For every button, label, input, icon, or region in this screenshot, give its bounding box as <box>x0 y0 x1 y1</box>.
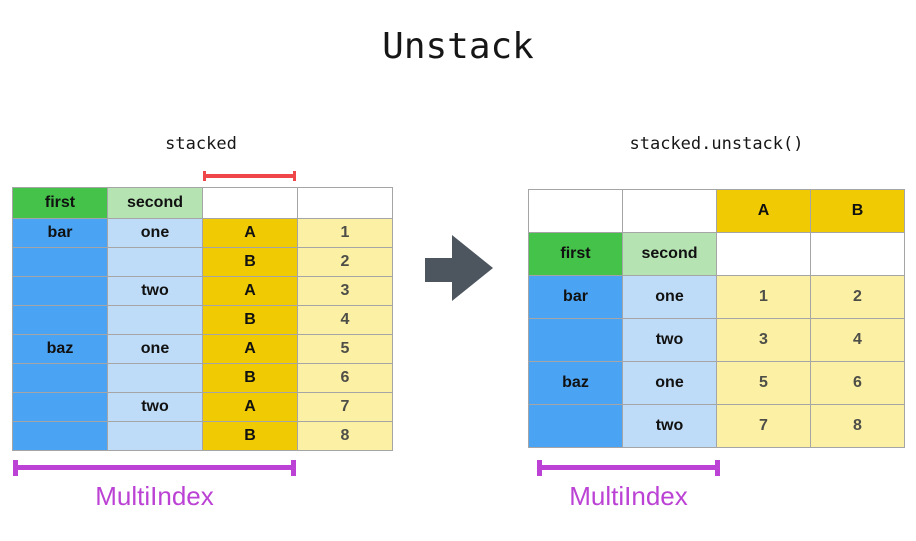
table-cell-empty <box>297 187 393 219</box>
table-cell-empty <box>810 232 905 276</box>
table-cell-2: 2 <box>297 247 393 277</box>
table-cell-8: 8 <box>297 421 393 451</box>
table-cell-2: 2 <box>810 275 905 319</box>
table-cell-empty <box>107 247 203 277</box>
table-cell-B: B <box>202 363 298 393</box>
table-cell-empty <box>12 421 108 451</box>
table-cell-6: 6 <box>810 361 905 405</box>
bracket-tick-right <box>715 460 720 476</box>
table-cell-empty <box>202 187 298 219</box>
multiindex-span-bracket-right <box>537 460 720 476</box>
table-cell-4: 4 <box>810 318 905 362</box>
table-cell-one: one <box>622 275 717 319</box>
page-title: Unstack <box>382 26 534 67</box>
table-cell-empty <box>107 363 203 393</box>
table-cell-empty <box>107 305 203 335</box>
table-cell-empty <box>716 232 811 276</box>
table-cell-empty <box>12 276 108 306</box>
multiindex-span-bracket-left <box>13 460 296 476</box>
table-cell-empty <box>12 363 108 393</box>
table-cell-two: two <box>622 318 717 362</box>
table-cell-empty <box>528 404 623 448</box>
table-cell-8: 8 <box>810 404 905 448</box>
table-cell-first: first <box>12 187 108 219</box>
multiindex-label-right: MultiIndex <box>569 481 688 511</box>
table-cell-A: A <box>202 334 298 364</box>
table-cell-4: 4 <box>297 305 393 335</box>
table-cell-empty <box>622 189 717 233</box>
table-cell-empty <box>107 421 203 451</box>
bracket-tick-right <box>293 171 296 181</box>
table-cell-B: B <box>202 247 298 277</box>
bracket-bar <box>203 174 296 178</box>
table-cell-bar: bar <box>528 275 623 319</box>
table-cell-first: first <box>528 232 623 276</box>
bracket-tick-right <box>291 460 296 476</box>
table-cell-5: 5 <box>297 334 393 364</box>
table-cell-two: two <box>622 404 717 448</box>
multiindex-label-left: MultiIndex <box>95 481 214 511</box>
table-cell-one: one <box>107 334 203 364</box>
bracket-bar <box>13 465 296 470</box>
table-cell-3: 3 <box>297 276 393 306</box>
table-cell-A: A <box>202 276 298 306</box>
table-cell-empty <box>12 305 108 335</box>
table-cell-baz: baz <box>12 334 108 364</box>
table-cell-two: two <box>107 276 203 306</box>
table-cell-A: A <box>716 189 811 233</box>
table-cell-bar: bar <box>12 218 108 248</box>
arrow-right-icon <box>425 235 493 301</box>
table-cell-A: A <box>202 392 298 422</box>
table-cell-B: B <box>810 189 905 233</box>
table-cell-empty <box>528 318 623 362</box>
table-cell-empty <box>12 392 108 422</box>
table-cell-B: B <box>202 305 298 335</box>
table-cell-5: 5 <box>716 361 811 405</box>
table-cell-1: 1 <box>716 275 811 319</box>
bracket-bar <box>537 465 720 470</box>
table-cell-baz: baz <box>528 361 623 405</box>
table-cell-one: one <box>107 218 203 248</box>
table-cell-7: 7 <box>297 392 393 422</box>
stacked-label: stacked <box>165 134 237 154</box>
table-cell-second: second <box>107 187 203 219</box>
table-cell-empty <box>528 189 623 233</box>
table-cell-1: 1 <box>297 218 393 248</box>
table-cell-empty <box>12 247 108 277</box>
table-cell-second: second <box>622 232 717 276</box>
table-cell-6: 6 <box>297 363 393 393</box>
table-cell-7: 7 <box>716 404 811 448</box>
table-cell-two: two <box>107 392 203 422</box>
column-span-bracket <box>203 171 296 181</box>
table-cell-3: 3 <box>716 318 811 362</box>
table-cell-B: B <box>202 421 298 451</box>
table-cell-one: one <box>622 361 717 405</box>
table-cell-A: A <box>202 218 298 248</box>
stacked-unstack-label: stacked.unstack() <box>629 134 804 154</box>
